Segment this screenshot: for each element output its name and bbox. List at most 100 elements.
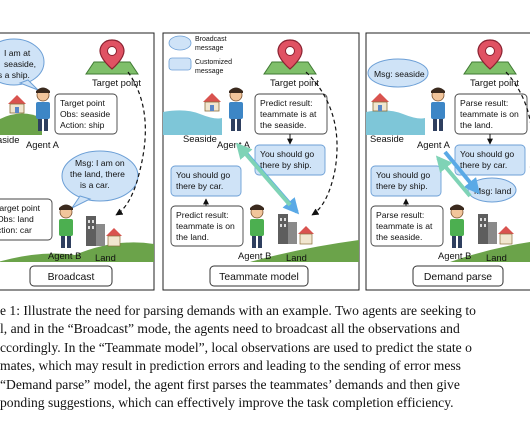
agent-b-label: Agent B	[438, 250, 471, 261]
house-icon	[370, 92, 390, 112]
city-icon	[277, 213, 315, 245]
target-point-label: Target point	[470, 77, 519, 88]
agent-a-icon	[430, 87, 446, 132]
obs-line: Obs: land	[0, 214, 34, 224]
legend-customized-label: message	[195, 68, 224, 75]
bubble-line: seaside,	[4, 59, 36, 69]
caption-line: ponding suggestions, which can effective…	[0, 394, 454, 410]
bubble-text: Msg: seaside	[374, 69, 425, 79]
target-point-label: Target point	[270, 77, 319, 88]
panel-title-broadcast: Broadcast	[48, 272, 95, 283]
dashed-path	[505, 71, 530, 170]
seaside-label: aside	[0, 134, 19, 145]
suggestion-line: there by ship.	[376, 181, 428, 191]
panel-title-demand: Demand parse	[424, 272, 492, 283]
message-arrow	[235, 142, 292, 207]
city-icon	[85, 215, 123, 247]
parse-line: the land.	[460, 120, 493, 130]
agent-a-label: Agent A	[26, 139, 60, 150]
land-label: Land	[286, 252, 307, 263]
house-icon	[202, 92, 222, 112]
predict-line: Predict result:	[260, 98, 313, 108]
suggestion-ship: You should go there by ship.	[370, 165, 442, 197]
suggestion-car: You should go there by car.	[454, 144, 526, 176]
suggestion-line: You should go	[460, 149, 514, 159]
agent-a-icon	[228, 87, 244, 132]
agent-b-label: Agent B	[238, 250, 271, 261]
bubble-line: is a car.	[80, 180, 110, 190]
suggestion-line: there by car.	[460, 160, 507, 170]
obs-line: ction: car	[0, 225, 32, 235]
panel-title-teammate: Teammate model	[219, 272, 299, 283]
figure: I am at seaside, is a ship. Target point…	[0, 32, 530, 291]
bubble-line: Msg: I am on	[75, 158, 125, 168]
obs-line: Obs: seaside	[60, 109, 110, 119]
caption-line: l, and in the “Broadcast” mode, the agen…	[0, 321, 460, 337]
parse-line: teammate is on	[460, 109, 519, 119]
legend-customized-label: Customized	[195, 59, 232, 66]
target-point-label: Target point	[92, 77, 141, 88]
bubble-line: is a ship.	[0, 70, 30, 80]
legend-broadcast-label: Broadcast	[195, 36, 227, 43]
parse-box-a: Parse result: teammate is on the land.	[454, 93, 528, 135]
land-label: Land	[95, 252, 116, 263]
suggestion-car: You should go there by car.	[170, 165, 242, 197]
parse-box-b: Parse result: teammate is at the seaside…	[370, 205, 444, 247]
agent-b-label: Agent B	[48, 250, 81, 261]
suggestion-line: there by ship.	[260, 160, 312, 170]
panel-broadcast: I am at seaside, is a ship. Target point…	[0, 32, 155, 291]
suggestion-line: You should go	[376, 170, 430, 180]
observation-box-a: Target point Obs: seaside Action: ship	[54, 93, 118, 135]
predict-box-a: Predict result: teammate is at the seasi…	[254, 93, 328, 135]
observation-box-b: target point Obs: land ction: car	[0, 198, 53, 241]
parse-line: teammate is at	[376, 221, 433, 231]
agent-b-icon	[58, 204, 74, 249]
predict-line: the land.	[176, 232, 209, 242]
grass-land	[450, 242, 530, 262]
bubble-text: Msg: land	[474, 186, 511, 196]
bubble-msg-seaside: Msg: seaside	[367, 58, 429, 88]
suggestion-line: You should go	[260, 149, 314, 159]
caption-line: ccordingly. In the “Teammate model”, loc…	[0, 339, 472, 355]
legend-customized-icon	[168, 57, 192, 71]
dashed-path	[305, 71, 338, 216]
agent-b-icon	[449, 204, 465, 249]
predict-line: the seaside.	[260, 120, 306, 130]
message-arrow	[435, 155, 472, 198]
seaside-label: Seaside	[370, 133, 404, 144]
predict-box-b: Predict result: teammate is on the land.	[170, 205, 244, 247]
parse-line: Parse result:	[460, 98, 508, 108]
panel-teammate: Broadcast message Customized message Sea…	[162, 32, 360, 291]
obs-line: Target point	[60, 98, 106, 108]
bubble-line: the land, there	[70, 169, 125, 179]
grass-land	[250, 240, 359, 262]
parse-line: the seaside.	[376, 232, 422, 242]
city-icon	[477, 213, 515, 245]
suggestion-line: there by car.	[176, 181, 223, 191]
seaside-label: Seaside	[183, 133, 217, 144]
seaside-hill	[0, 113, 42, 135]
agent-a-label: Agent A	[417, 139, 451, 150]
predict-line: Predict result:	[176, 210, 229, 220]
house-icon	[7, 94, 27, 114]
predict-line: teammate is at	[260, 109, 317, 119]
agent-b-icon	[249, 204, 265, 249]
agent-a-label: Agent A	[217, 139, 251, 150]
figure-caption: e 1: Illustrate the need for parsing dem…	[0, 302, 530, 412]
caption-line: “Demand parse” model, the agent first pa…	[0, 376, 460, 392]
caption-line: mates, which may result in prediction er…	[0, 358, 461, 374]
sea	[163, 110, 222, 135]
caption-line: e 1: Illustrate the need for parsing dem…	[0, 303, 476, 318]
speech-bubble-agent-a: I am at seaside, is a ship.	[0, 38, 45, 91]
parse-line: Parse result:	[376, 210, 424, 220]
suggestion-line: You should go	[176, 170, 230, 180]
sea	[366, 110, 425, 135]
legend-broadcast-icon	[168, 35, 192, 51]
panel-demand: Msg: seaside Seaside Target point Agent …	[365, 32, 530, 291]
obs-line: Action: ship	[60, 120, 105, 130]
legend-broadcast-label: message	[195, 45, 224, 52]
predict-line: teammate is on	[176, 221, 235, 231]
obs-line: target point	[0, 203, 41, 213]
grass-land	[0, 242, 154, 262]
bubble-line: I am at	[4, 48, 31, 58]
